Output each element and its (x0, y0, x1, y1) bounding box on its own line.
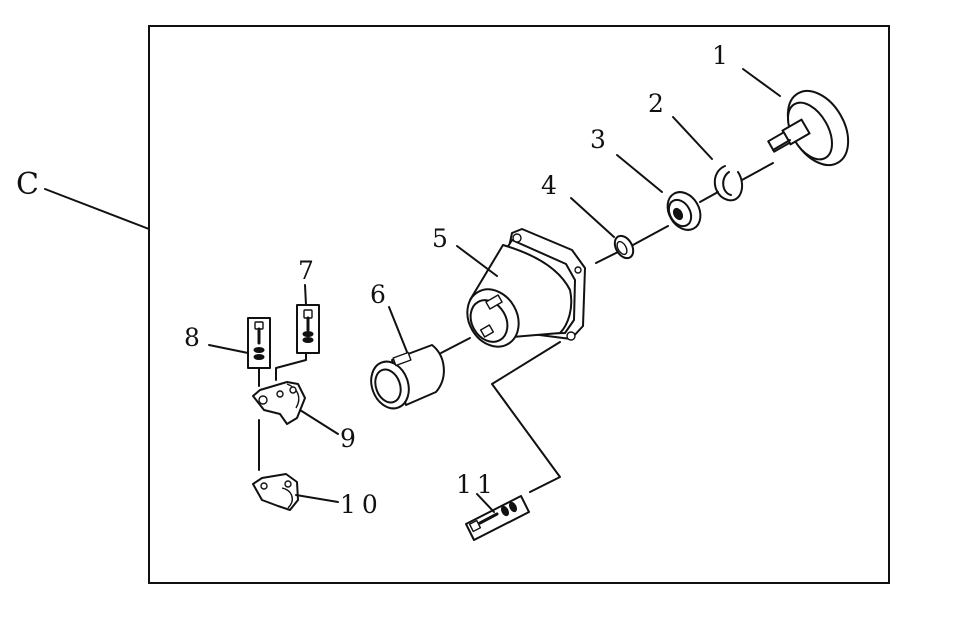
frame-label-leader (44, 188, 150, 230)
callout-leaders (208, 68, 781, 513)
callout-7: 7 (298, 256, 314, 285)
part-11-bolt-kit (465, 341, 561, 541)
part-9-upper-clamp (252, 381, 306, 425)
callout-10: 10 (340, 490, 384, 519)
callout-1: 1 (712, 41, 728, 70)
frame-label: C (16, 167, 39, 202)
part-1-clutch-drum (767, 90, 850, 166)
callout-numbers: 1 2 3 4 5 6 7 8 9 10 11 (184, 41, 728, 519)
assembly-axis (440, 162, 774, 354)
part-4-retaining-ring (613, 234, 635, 260)
part-10-lower-clamp (252, 473, 299, 511)
part-8-bolt-set (247, 317, 271, 369)
callout-2: 2 (648, 89, 664, 118)
part-5-gear-housing (466, 228, 586, 348)
callout-3: 3 (590, 125, 606, 154)
callout-5: 5 (432, 224, 448, 253)
part-3-bearing (666, 191, 702, 231)
diagram-frame (148, 25, 890, 584)
callout-6: 6 (370, 280, 386, 309)
clamp-assembly-lines (258, 352, 307, 471)
part-7-bolt-set (296, 304, 320, 354)
part-6-coupling-tube (370, 344, 445, 410)
callout-11: 11 (456, 470, 498, 499)
callout-8: 8 (184, 323, 200, 352)
part-2-snap-ring (713, 165, 744, 202)
callout-4: 4 (541, 171, 557, 200)
callout-9: 9 (340, 424, 356, 453)
